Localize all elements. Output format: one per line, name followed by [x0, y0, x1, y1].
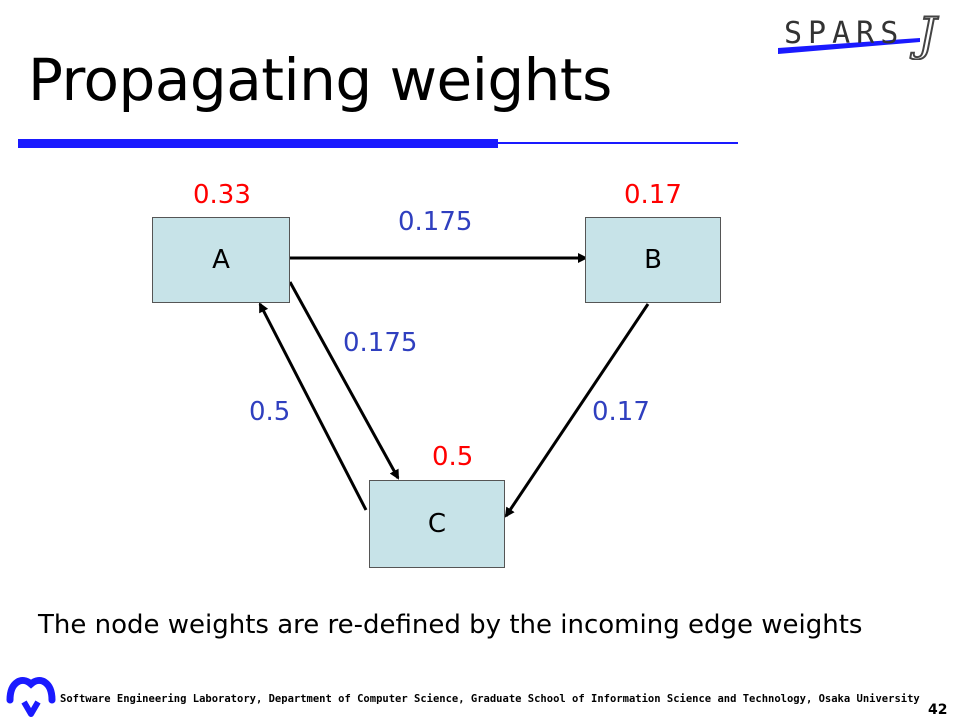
node-a-weight: 0.33 — [193, 180, 251, 210]
node-a-label: A — [212, 245, 230, 275]
title-underline-thick — [18, 139, 498, 148]
footer-text: Software Engineering Laboratory, Departm… — [60, 693, 920, 705]
node-c-weight: 0.5 — [432, 442, 474, 472]
page-number: 42 — [928, 702, 948, 718]
edge-b-to-c-weight: 0.17 — [592, 397, 650, 427]
edge-b-to-c — [504, 303, 650, 518]
node-b: B — [585, 217, 721, 303]
university-logo — [6, 677, 56, 717]
slide-title: Propagating weights — [28, 46, 612, 114]
edge-c-to-a-weight: 0.5 — [249, 397, 291, 427]
edge-c-to-a — [258, 302, 368, 511]
node-b-label: B — [644, 245, 662, 275]
logo-text: SPARS — [784, 16, 904, 51]
title-underline-thin — [498, 142, 738, 144]
edge-a-to-c-weight: 0.175 — [343, 328, 418, 358]
edge-a-to-b-weight: 0.175 — [398, 207, 473, 237]
node-a: A — [152, 217, 290, 303]
node-c: C — [369, 480, 505, 568]
node-c-label: C — [427, 509, 447, 539]
slide-caption: The node weights are re-defined by the i… — [38, 610, 863, 640]
node-b-weight: 0.17 — [624, 180, 682, 210]
sparsj-logo: SPARS J — [778, 8, 940, 60]
edge-a-to-c — [288, 281, 400, 480]
